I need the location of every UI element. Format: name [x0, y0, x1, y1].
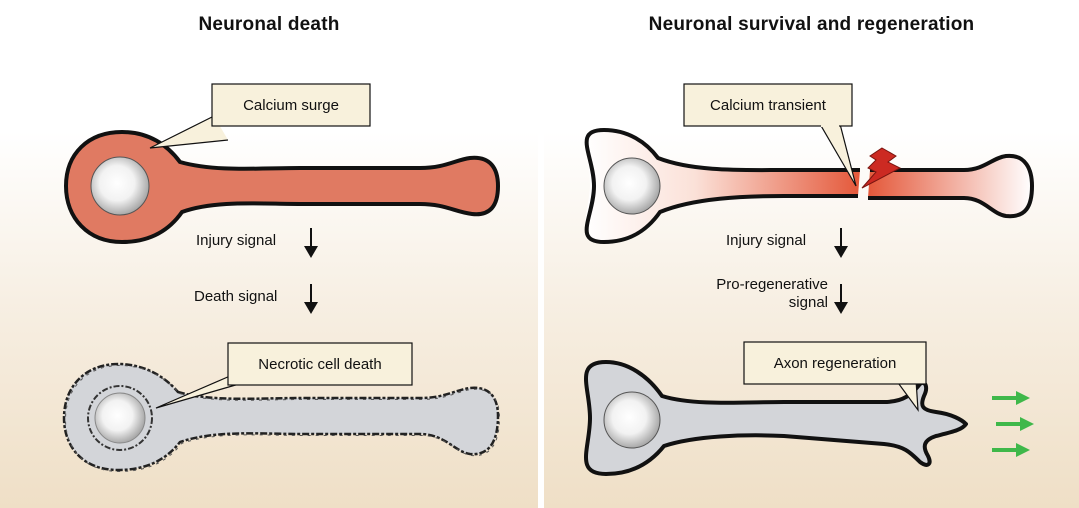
growth-arrow — [996, 417, 1034, 431]
nucleus — [604, 392, 660, 448]
signal-label-pro-regenerative: Pro-regenerative signal — [686, 276, 828, 312]
signal-label-injury: Injury signal — [726, 232, 806, 250]
callout-label-calcium-transient: Calcium transient — [684, 84, 852, 126]
down-arrow — [304, 284, 318, 314]
nucleus — [604, 158, 660, 214]
callout-label-necrotic: Necrotic cell death — [228, 343, 412, 385]
down-arrow — [834, 284, 848, 314]
neuron-diagram-left — [0, 0, 538, 508]
signal-label-injury: Injury signal — [196, 232, 276, 250]
down-arrow — [834, 228, 848, 258]
down-arrow — [304, 228, 318, 258]
nucleus — [95, 393, 145, 443]
growth-arrow — [992, 391, 1030, 405]
panel-neuronal-death: Neuronal death — [0, 0, 538, 508]
panel-neuronal-survival: Neuronal survival and regeneration — [544, 0, 1079, 508]
callout-label-calcium-surge: Calcium surge — [212, 84, 370, 126]
nucleus — [91, 157, 149, 215]
callout-label-axon-regeneration: Axon regeneration — [744, 342, 926, 384]
signal-label-death: Death signal — [194, 288, 277, 306]
growth-arrow — [992, 443, 1030, 457]
neuron-diagram-right — [544, 0, 1079, 508]
